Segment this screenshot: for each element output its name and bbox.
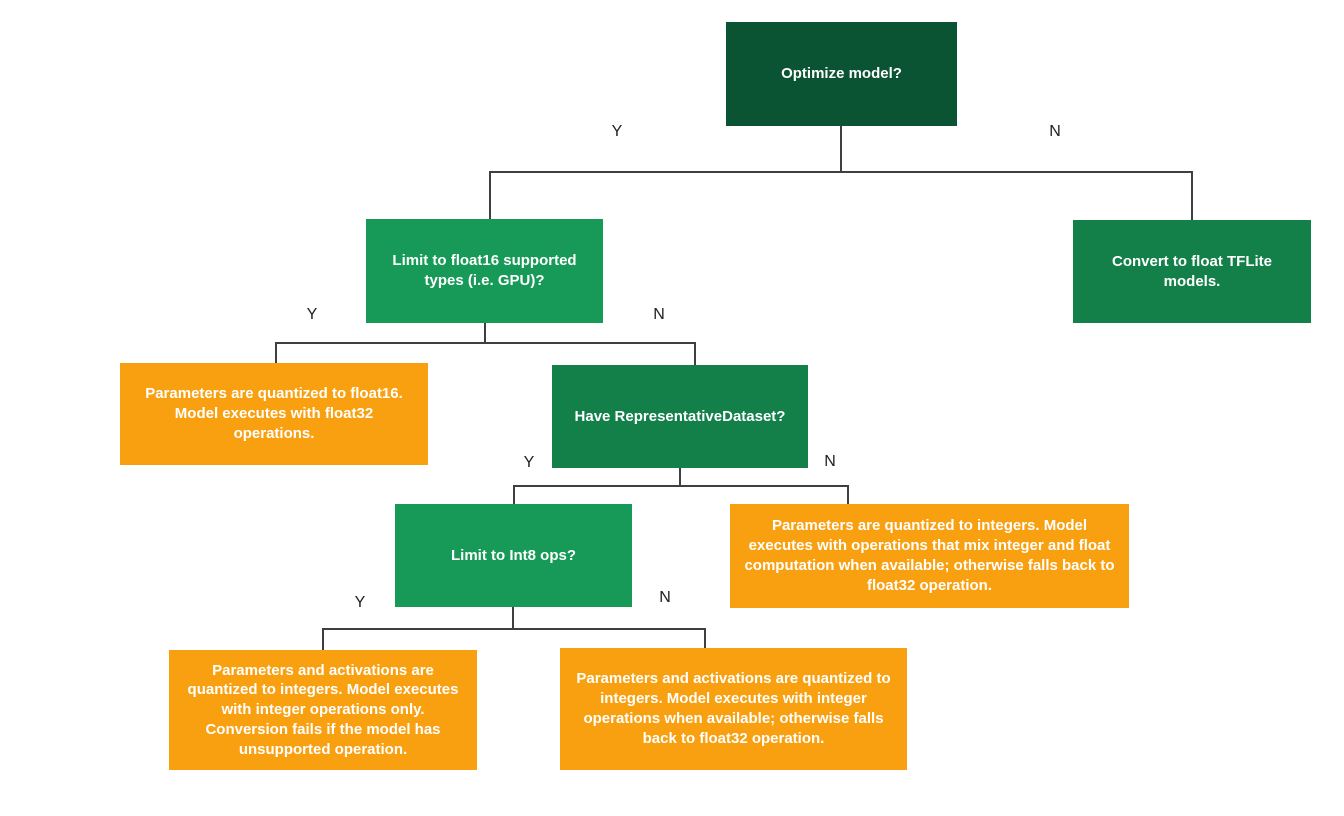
branch-label-yes: Y [611,123,623,140]
node-quantized-int-fallback-result: Parameters and activations are quantized… [560,648,907,770]
connector-level1-horizontal [489,171,1193,173]
connector-level2-yes-drop [275,342,277,363]
connector-level3-horizontal [513,485,849,487]
node-label: Parameters are quantized to float16. Mod… [145,385,403,442]
node-limit-int8: Limit to Int8 ops? [395,504,632,607]
connector-int8-down [512,607,514,629]
connector-level4-yes-drop [322,628,324,650]
branch-label-no: N [659,589,671,606]
node-optimize-model: Optimize model? [726,22,957,126]
node-label: Parameters are quantized to integers. Mo… [744,517,1115,594]
connector-level1-yes-drop [489,171,491,219]
node-label: Parameters and activations are quantized… [187,661,459,758]
branch-label-no: N [1049,123,1061,140]
node-convert-float-tflite: Convert to float TFLite models. [1073,220,1311,323]
connector-level3-yes-drop [513,485,515,504]
node-quantized-int-only-result: Parameters and activations are quantized… [169,650,477,770]
connector-optimize-down [840,126,842,173]
connector-repdataset-down [679,468,681,486]
node-quantized-mixed-result: Parameters are quantized to integers. Mo… [730,504,1129,608]
branch-label-no: N [653,306,665,323]
node-label: Have RepresentativeDataset? [574,407,786,425]
connector-level1-no-drop [1191,171,1193,220]
node-label: Parameters and activations are quantized… [576,670,891,747]
connector-float16-down [484,323,486,344]
connector-level2-horizontal [275,342,696,344]
connector-level3-no-drop [847,485,849,504]
node-quantized-float16-result: Parameters are quantized to float16. Mod… [120,363,428,465]
node-label: Convert to float TFLite models. [1112,252,1272,290]
node-label: Optimize model? [781,65,902,83]
node-label: Limit to Int8 ops? [451,546,576,564]
node-label: Limit to float16 supported types (i.e. G… [392,252,577,289]
branch-label-no: N [824,453,836,470]
branch-label-yes: Y [306,306,318,323]
connector-level4-no-drop [704,628,706,648]
branch-label-yes: Y [354,594,366,611]
connector-level2-no-drop [694,342,696,365]
connector-level4-horizontal [322,628,706,630]
branch-label-yes: Y [523,454,535,471]
node-have-representative-dataset: Have RepresentativeDataset? [552,365,808,468]
node-limit-float16: Limit to float16 supported types (i.e. G… [366,219,603,323]
